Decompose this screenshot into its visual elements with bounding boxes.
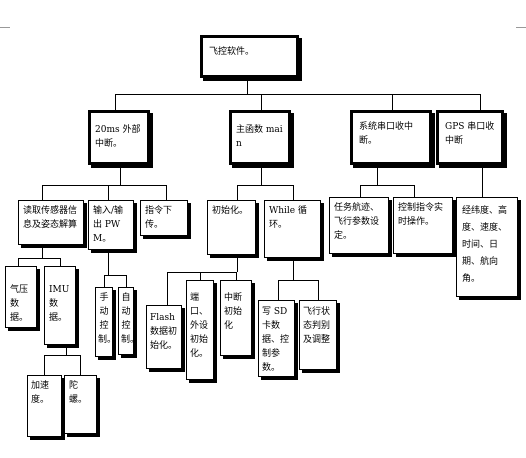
connector [377, 165, 378, 185]
node-interrupt-init: 中断初始化 [220, 280, 252, 356]
node-barometer: 气压数据。 [5, 266, 37, 328]
node-label: 输入/输出 PWM。 [93, 206, 124, 244]
node-io-pwm: 输入/输出 PWM。 [88, 200, 134, 250]
node-label: 写 SD 卡数据、控制参数。 [262, 307, 290, 373]
node-init: 初始化。 [207, 200, 256, 255]
connector [392, 94, 393, 110]
connector [237, 185, 238, 200]
node-label: 手动控制。 [98, 293, 112, 345]
connector [66, 345, 67, 355]
connector [44, 355, 45, 375]
node-command: 指令下传。 [140, 200, 188, 236]
root-label: 飞控软件。 [209, 47, 255, 57]
node-flash-init: Flash 数据初始化。 [146, 305, 182, 369]
node-write-data: 写 SD 卡数据、控制参数。 [258, 300, 295, 377]
node-label: Flash 数据初始化。 [150, 313, 178, 351]
node-main-function: 主函数 main [229, 110, 291, 165]
node-read-sensors: 读取传感器信息及姿态解算 [18, 200, 84, 245]
connector [261, 94, 262, 110]
connector [108, 250, 109, 275]
node-accelerometer: 加速度。 [27, 375, 62, 437]
node-label: 初始化。 [212, 206, 249, 216]
node-label: 气压数据。 [10, 285, 29, 323]
connector [80, 355, 81, 375]
connector [200, 272, 201, 280]
connector [18, 258, 19, 266]
connector [318, 280, 319, 300]
connector [120, 165, 121, 185]
node-label: GPS 串口收中断 [445, 122, 495, 146]
node-20ms-interrupt: 20ms 外部中断。 [88, 110, 150, 165]
connector [278, 280, 279, 300]
connector [108, 185, 109, 200]
connector [126, 275, 127, 287]
connector [115, 94, 116, 110]
connector [414, 185, 415, 197]
node-label: 控制指令实时操作。 [398, 203, 444, 227]
connector [261, 165, 262, 185]
node-while-loop: While 循环。 [264, 200, 321, 258]
node-label: 指令下传。 [145, 206, 173, 230]
node-control-cmd: 控制指令实时操作。 [393, 197, 453, 254]
node-label: 飞行状态判别及调整 [303, 307, 331, 345]
page-edge-mark-right [516, 27, 526, 28]
node-label: 加速度。 [31, 381, 50, 405]
node-gyroscope: 陀螺。 [64, 375, 97, 434]
node-gps-data: 经纬度、高度、速度、时间、日期、航向角。 [456, 197, 518, 297]
node-system-serial-interrupt: 系统串口收中断。 [350, 110, 432, 165]
node-label: 读取传感器信息及姿态解算 [23, 206, 78, 230]
connector [247, 78, 248, 94]
node-label: 系统串口收中断。 [359, 122, 414, 146]
connector [18, 258, 60, 259]
connector [236, 272, 237, 280]
connector [104, 275, 105, 287]
connector [360, 185, 414, 186]
connector [237, 185, 293, 186]
connector [237, 255, 238, 272]
connector [482, 165, 483, 197]
node-label: While 循环。 [269, 206, 307, 230]
node-label: 20ms 外部中断。 [95, 125, 141, 149]
connector [278, 280, 318, 281]
node-imu: IMU 数据。 [44, 266, 76, 345]
node-task-receive: 任务航迹、飞行参数设定。 [329, 197, 389, 254]
node-label: 自动控制。 [121, 293, 133, 345]
connector [360, 185, 361, 197]
node-label: 任务航迹、飞行参数设定。 [334, 203, 380, 241]
page-edge-mark-left [0, 27, 10, 28]
connector [60, 258, 61, 266]
connector [166, 185, 167, 200]
connector [115, 94, 480, 95]
connector [42, 185, 166, 186]
node-label: 中断初始化 [224, 293, 243, 331]
node-auto-control: 自动控制。 [118, 287, 134, 355]
node-gps-serial-interrupt: GPS 串口收中断 [436, 110, 504, 165]
connector [167, 272, 236, 273]
connector [42, 185, 43, 200]
connector [104, 275, 126, 276]
connector [42, 245, 43, 258]
node-label: 陀螺。 [69, 381, 88, 405]
root-node: 飞控软件。 [200, 35, 299, 78]
node-label: IMU 数据。 [49, 285, 70, 323]
connector [480, 94, 481, 110]
node-label: 主函数 main [236, 125, 283, 149]
node-label: 端口、外设初始化。 [190, 293, 209, 359]
connector [293, 185, 294, 200]
connector [293, 258, 294, 280]
node-port-init: 端口、外设初始化。 [186, 280, 214, 380]
node-flight-state: 飞行状态判别及调整 [299, 300, 337, 370]
node-label: 经纬度、高度、速度、时间、日期、航向角。 [462, 206, 508, 284]
connector [167, 272, 168, 305]
node-manual-control: 手动控制。 [95, 287, 113, 357]
connector [44, 355, 80, 356]
